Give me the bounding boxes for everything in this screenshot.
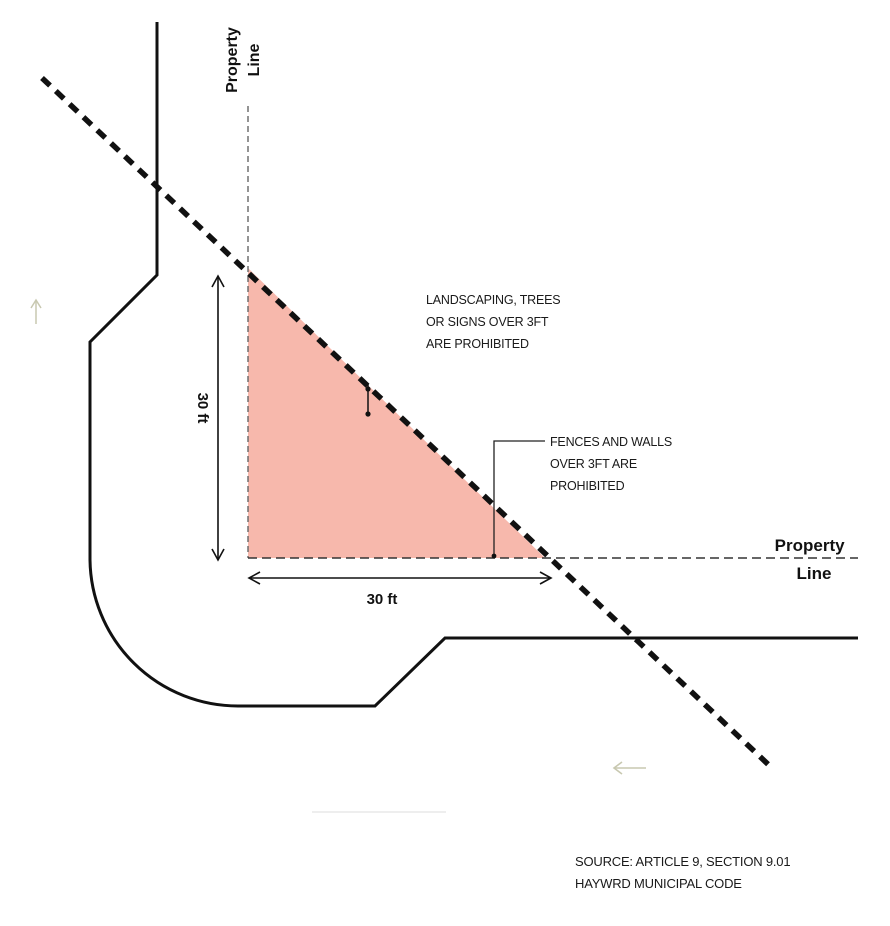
dimension-horizontal-label: 30 ft	[367, 591, 398, 608]
source-note: SOURCE: ARTICLE 9, SECTION 9.01 HAYWRD M…	[575, 854, 794, 891]
property-line-vertical-label: Property	[224, 27, 241, 93]
curb-line-upper-left	[88, 22, 858, 708]
arrow-up-icon	[30, 298, 42, 324]
marker-3ft-landscaping	[365, 384, 371, 417]
note-fences: FENCES AND WALLS OVER 3FT ARE PROHIBITED	[550, 435, 675, 493]
property-line-vertical-label-2: Line	[246, 43, 263, 76]
sight-line	[40, 76, 774, 770]
note-landscaping: LANDSCAPING, TREES OR SIGNS OVER 3FT ARE…	[426, 293, 564, 351]
dimension-vertical-label: 30 ft	[194, 393, 211, 424]
dimension-horizontal	[247, 571, 553, 585]
leader-fences	[491, 440, 545, 559]
property-line-horizontal-label: Property Line	[775, 536, 850, 583]
arrow-left-icon	[612, 761, 646, 775]
dimension-vertical	[211, 274, 225, 562]
